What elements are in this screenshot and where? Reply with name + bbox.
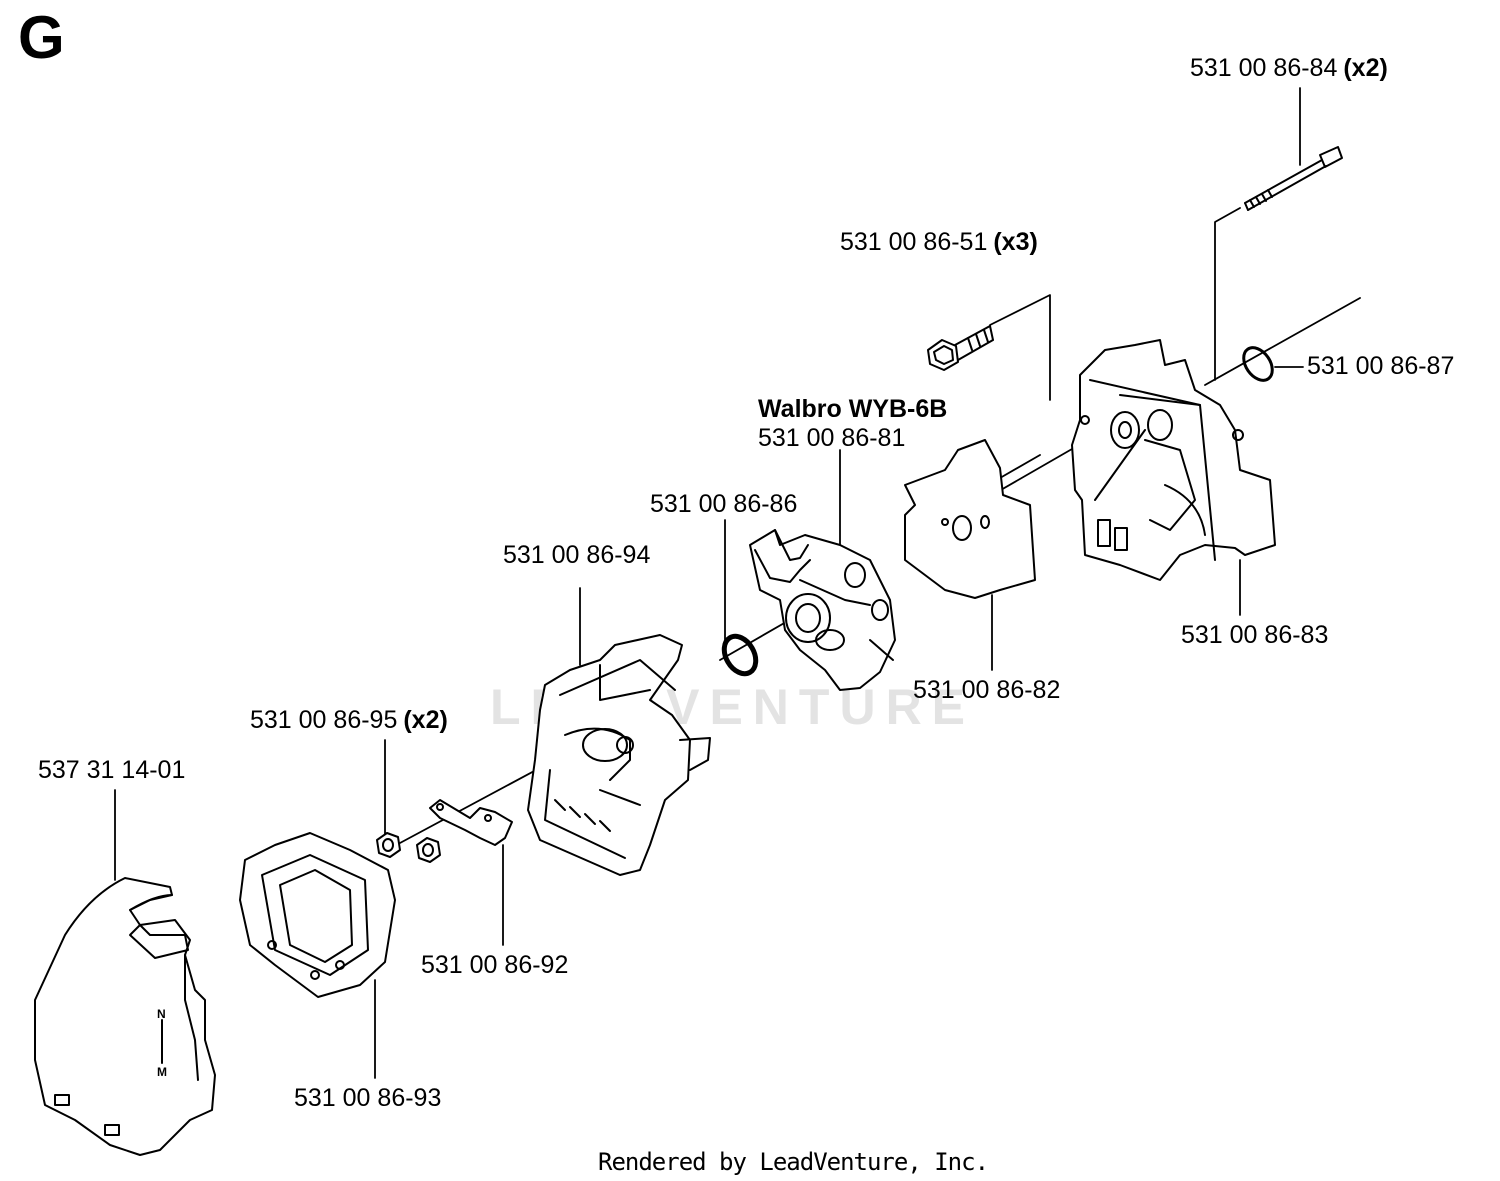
callout-gasket-ring: 531 00 86-86 [650,492,797,517]
nuts-part [376,832,441,863]
screw-part [927,325,994,371]
part-number: 531 00 86-95 [250,706,398,734]
part-number: 531 00 86-51 [840,228,988,256]
callout-filter-base: 531 00 86-94 [503,543,650,568]
callout-nuts: 531 00 86-95(x2) [250,708,448,733]
callout-small-oring: 531 00 86-87 [1307,354,1454,379]
callout-carburetor: Walbro WYB-6B 531 00 86-81 [758,397,947,451]
part-quantity: (x2) [1343,54,1388,82]
callout-screw: 531 00 86-51(x3) [840,230,1038,255]
part-number: 537 31 14-01 [38,756,186,784]
callout-housing: 531 00 86-83 [1181,623,1328,648]
callout-cover: 537 31 14-01 [38,758,185,783]
gasket-plate-part [904,439,1036,599]
part-number: 531 00 86-86 [650,490,798,518]
part-number: 531 00 86-81 [758,424,906,452]
part-number: 531 00 86-94 [503,541,651,569]
callout-bolt-long: 531 00 86-84(x2) [1190,56,1388,81]
footer-credit: Rendered by LeadVenture, Inc. [598,1148,989,1176]
small-oring-part [1242,346,1274,382]
part-number: 531 00 86-92 [421,951,569,979]
bracket-part [429,799,513,846]
part-number: 531 00 86-84 [1190,54,1338,82]
part-number: 531 00 86-93 [294,1084,442,1112]
long-bolt-part [1244,146,1343,211]
part-number: 531 00 86-83 [1181,621,1329,649]
engine-cover-part: N M [34,877,216,1156]
part-quantity: (x3) [993,228,1038,256]
intake-housing-part [1071,339,1276,581]
gasket-ring-part [721,633,759,677]
cover-mark-m: M [157,1065,167,1079]
callout-filter: 531 00 86-93 [294,1086,441,1111]
part-number: 531 00 86-87 [1307,352,1455,380]
part-quantity: (x2) [403,706,448,734]
carburetor-model: Walbro WYB-6B [758,395,948,423]
callout-bracket: 531 00 86-92 [421,953,568,978]
carburetor-part [749,529,896,691]
part-number: 531 00 86-82 [913,676,1061,704]
air-filter-part [239,832,396,998]
section-letter: G [18,4,65,71]
leader-lines [114,87,1304,1079]
callout-gasket-plate: 531 00 86-82 [913,678,1060,703]
cover-mark-n: N [157,1007,166,1021]
air-filter-base-part [527,634,711,876]
